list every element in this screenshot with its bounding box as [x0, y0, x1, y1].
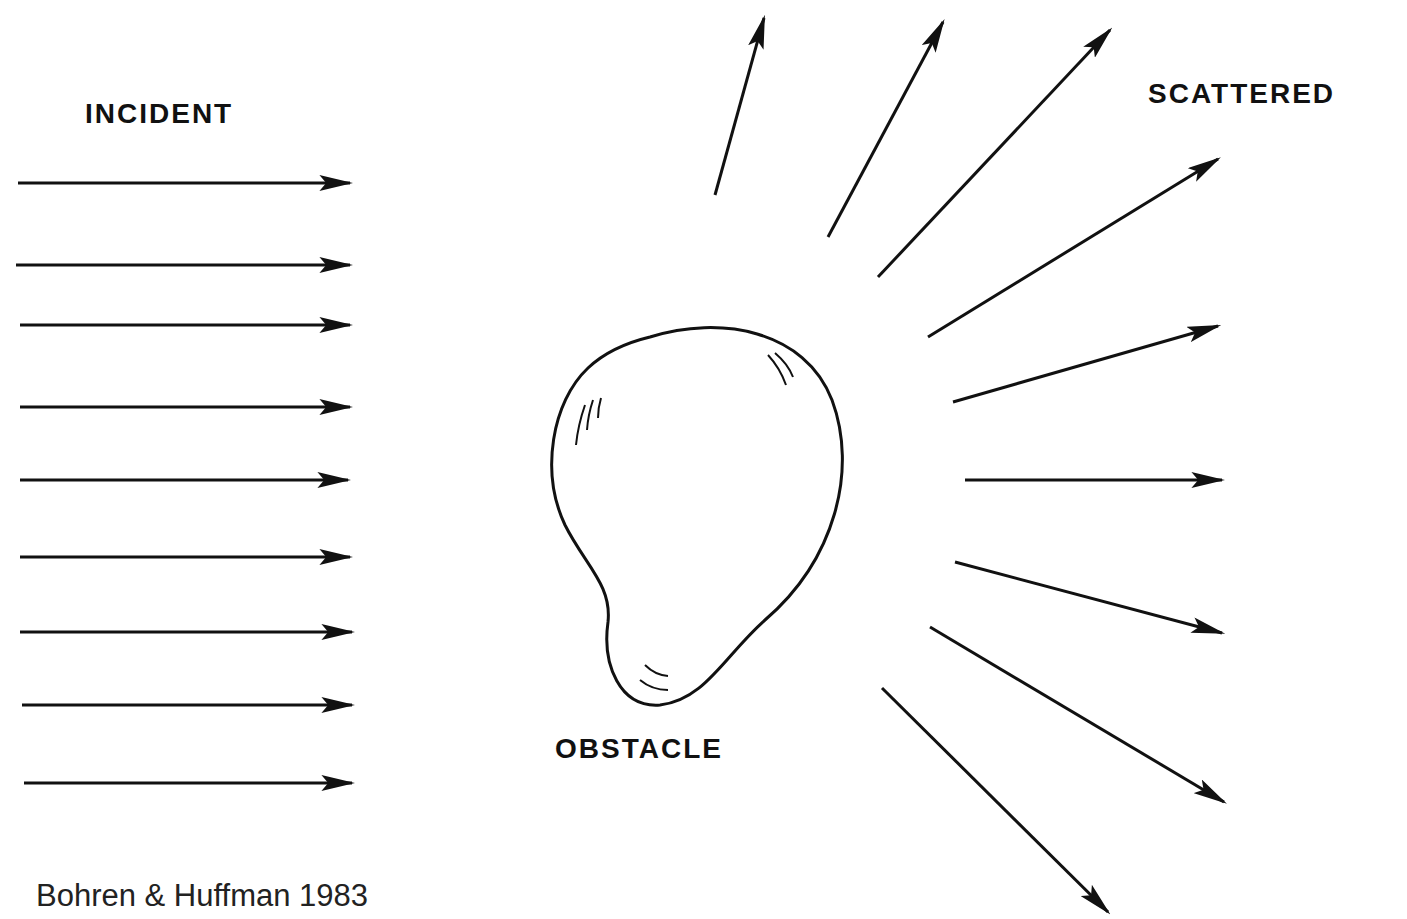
incident-arrows — [16, 183, 352, 783]
obstacle-label: OBSTACLE — [555, 733, 723, 765]
incident-label: INCIDENT — [85, 98, 233, 130]
scattered-label: SCATTERED — [1148, 78, 1335, 110]
source-caption: Bohren & Huffman 1983 — [36, 878, 368, 914]
obstacle-shape — [552, 328, 843, 706]
